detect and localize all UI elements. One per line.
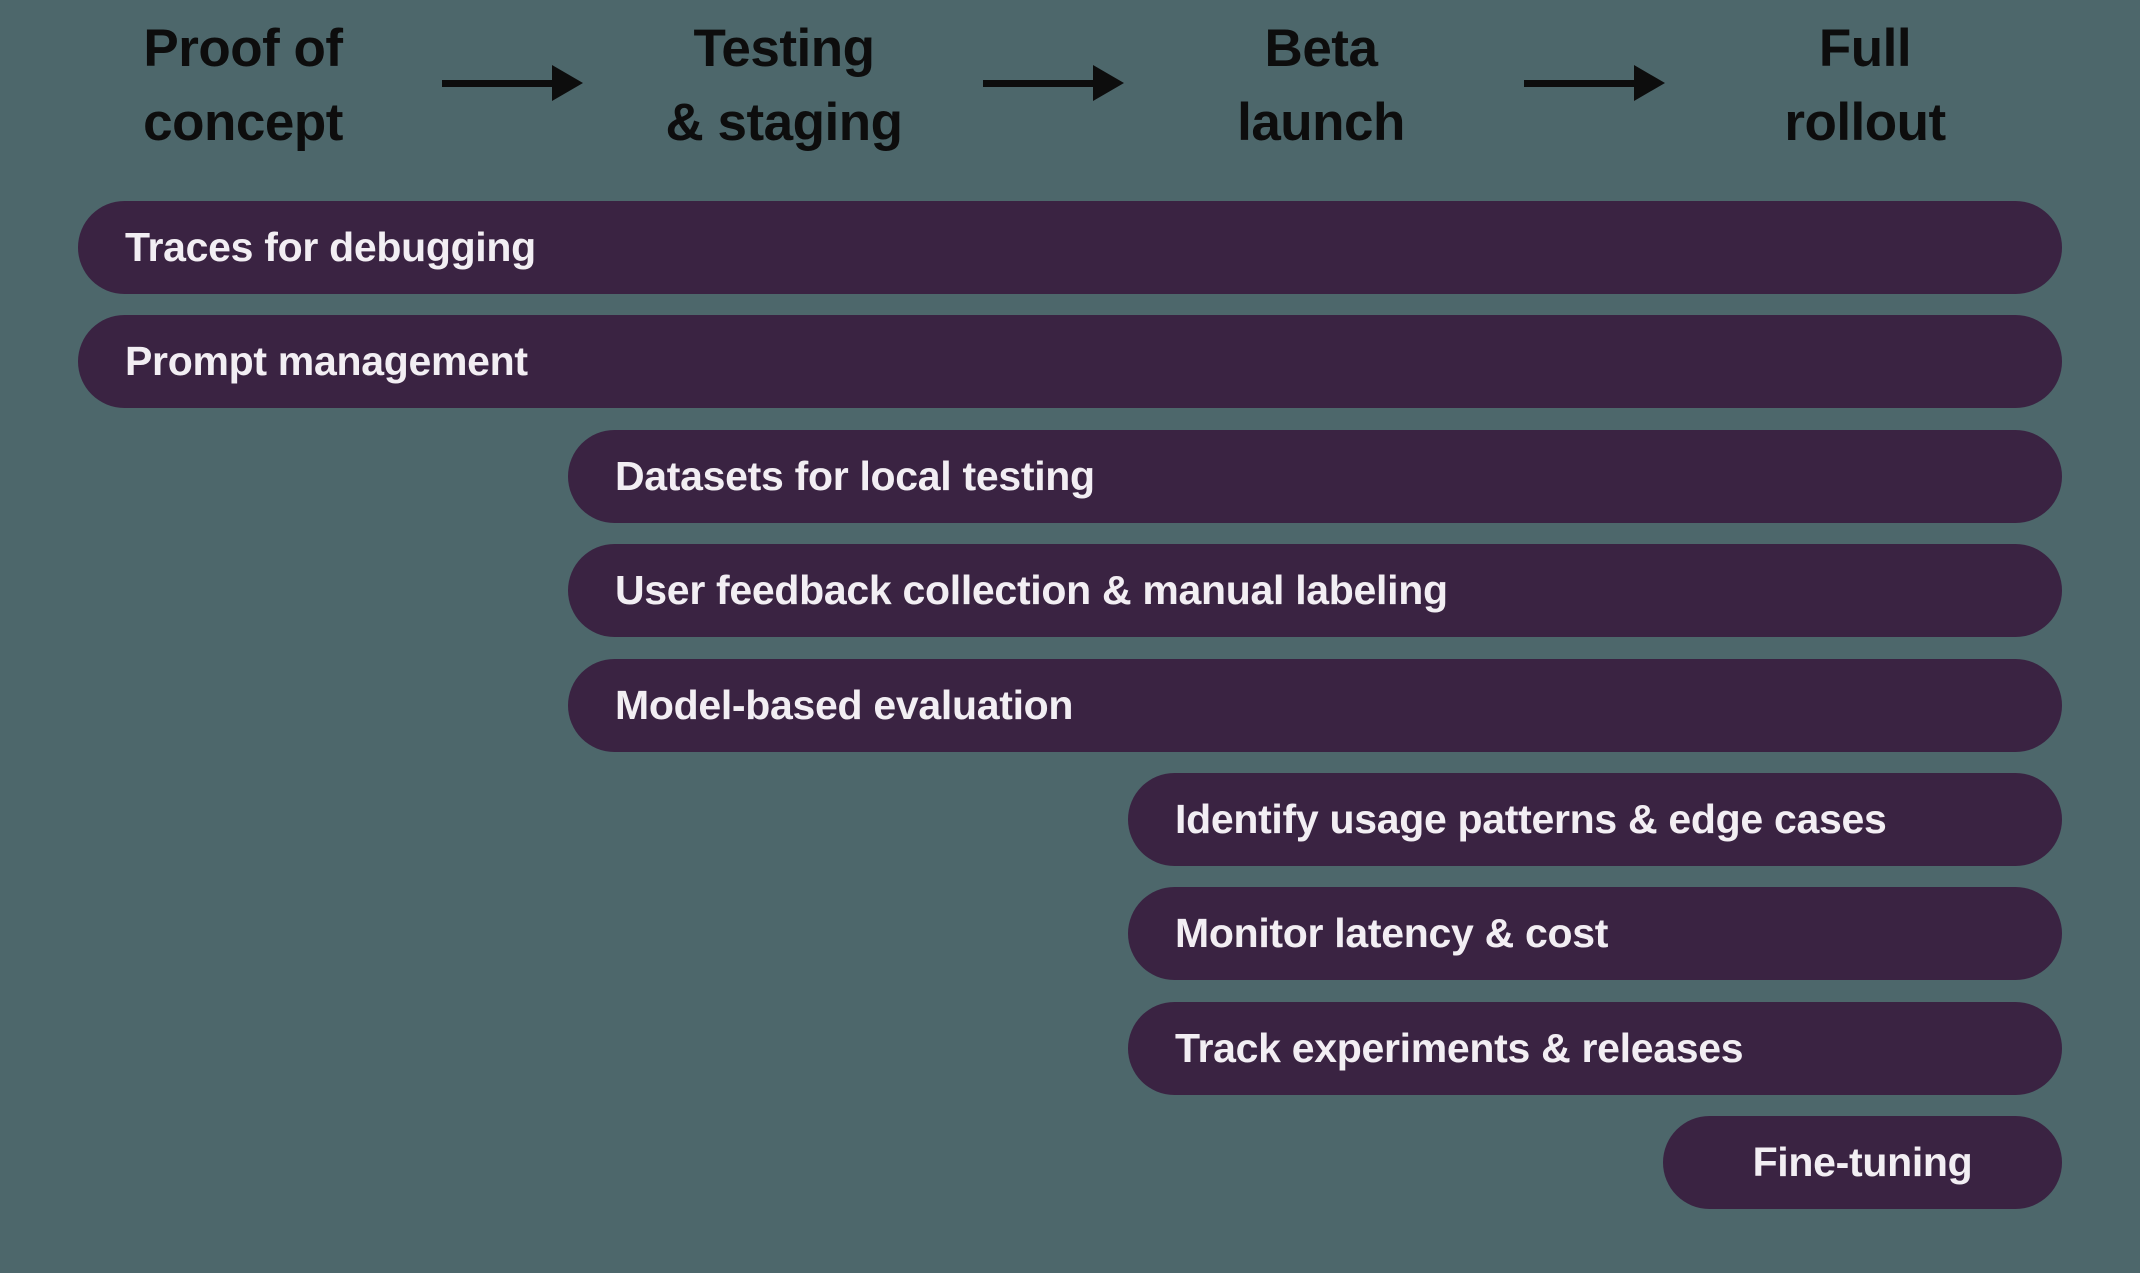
arrow-shaft (442, 80, 554, 87)
arrow-shaft (1524, 80, 1636, 87)
phase-header-full-rollout: Full rollout (1784, 12, 1946, 160)
roadmap-bar-monitor-latency-cost: Monitor latency & cost (1128, 887, 2062, 980)
arrow-right-icon (1524, 65, 1665, 102)
arrow-right-icon (442, 65, 583, 102)
phase-header-testing-staging: Testing & staging (666, 12, 903, 160)
phase-header-beta-launch: Beta launch (1237, 12, 1405, 160)
roadmap-bar-datasets-local-testing: Datasets for local testing (568, 430, 2062, 523)
arrow-head (552, 65, 583, 101)
arrow-right-icon (983, 65, 1124, 102)
roadmap-bar-user-feedback-labeling: User feedback collection & manual labeli… (568, 544, 2062, 637)
phase-label-line: Full (1818, 19, 1912, 78)
phase-label-line: Proof of (143, 19, 343, 78)
phase-label-line: launch (1237, 93, 1405, 152)
arrow-head (1634, 65, 1665, 101)
roadmap-bar-traces-for-debugging: Traces for debugging (78, 201, 2062, 294)
roadmap-bar-usage-patterns-edge-cases: Identify usage patterns & edge cases (1128, 773, 2062, 866)
roadmap-bar-prompt-management: Prompt management (78, 315, 2062, 408)
arrow-shaft (983, 80, 1095, 87)
phase-label-line: concept (143, 93, 343, 152)
phase-label-line: & staging (665, 93, 903, 152)
arrow-head (1093, 65, 1124, 101)
phase-label-line: Testing (693, 19, 875, 78)
phase-header-proof-of-concept: Proof of concept (143, 12, 343, 160)
roadmap-bar-track-experiments-releases: Track experiments & releases (1128, 1002, 2062, 1095)
roadmap-bar-fine-tuning: Fine-tuning (1663, 1116, 2062, 1209)
roadmap-bar-model-based-evaluation: Model-based evaluation (568, 659, 2062, 752)
phase-label-line: Beta (1264, 19, 1378, 78)
phase-label-line: rollout (1784, 93, 1946, 152)
